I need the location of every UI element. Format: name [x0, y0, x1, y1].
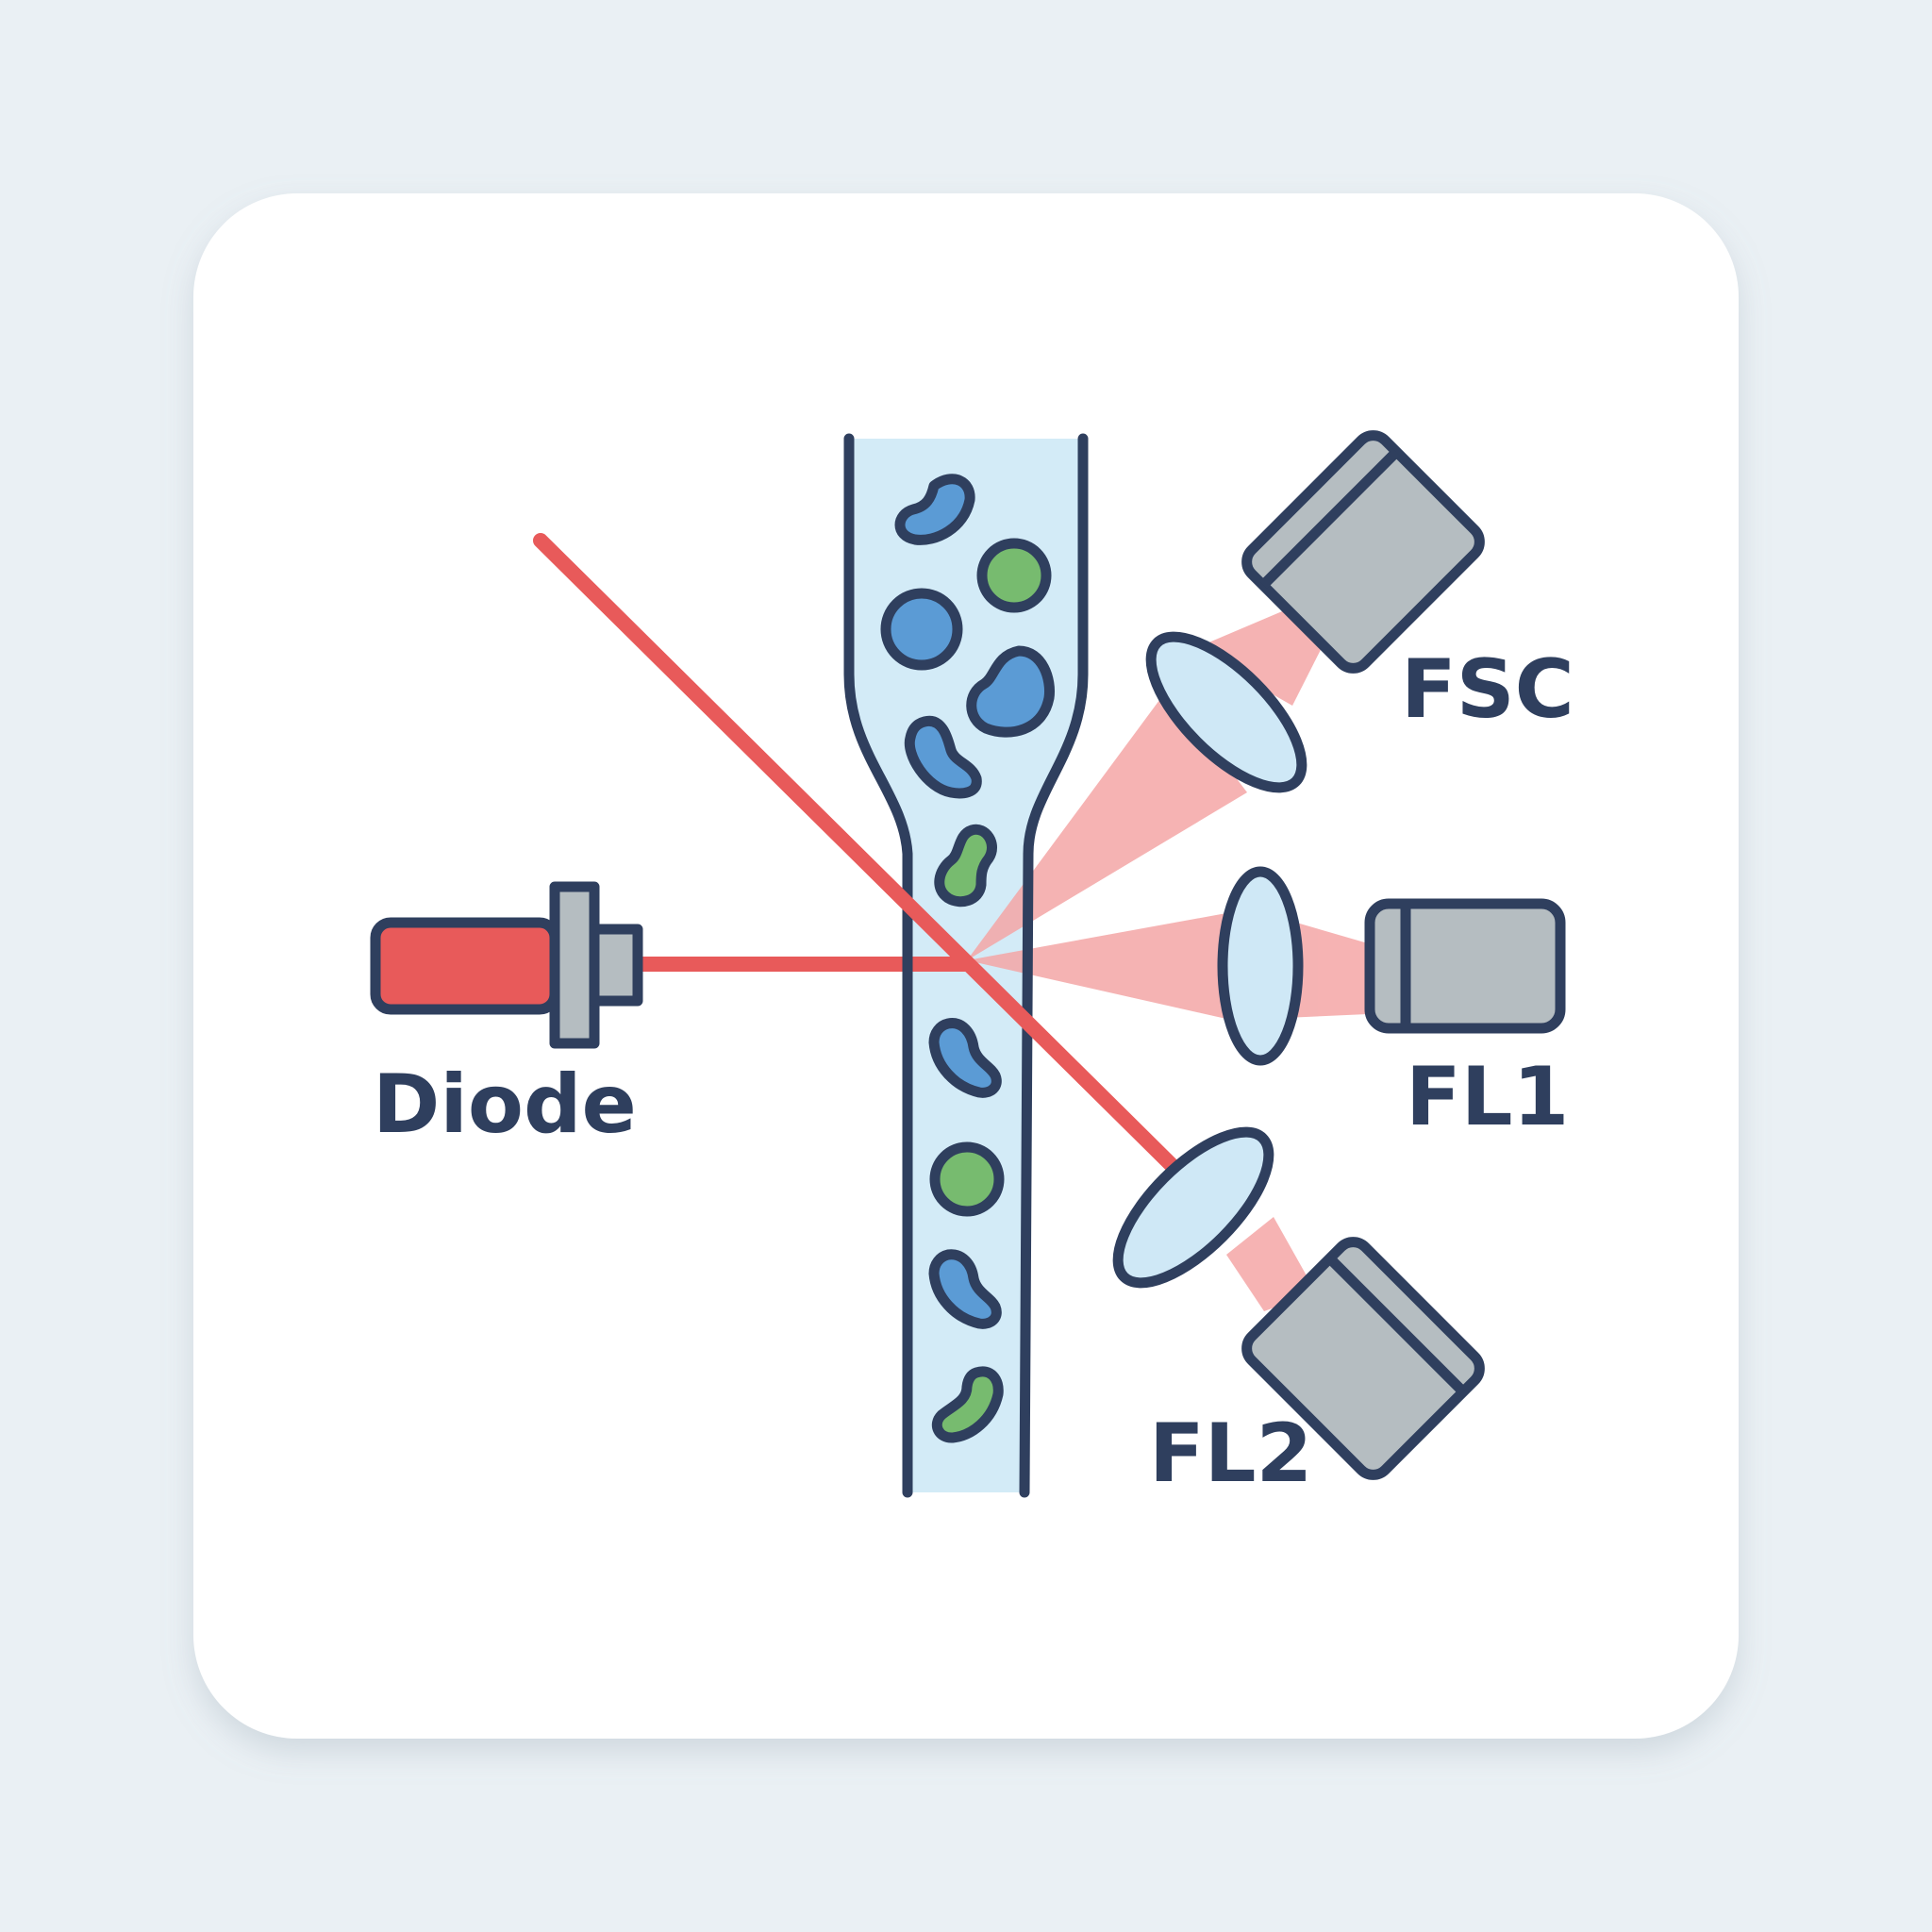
flow-cell-icon — [843, 433, 1089, 1498]
flow-cell-right-wall — [1019, 433, 1089, 1498]
lens-icon — [1145, 631, 1307, 793]
diode-flange — [549, 881, 600, 1049]
fl1-light-cone — [967, 913, 1226, 1019]
cell-icon — [929, 1141, 1005, 1217]
fl1-detector-body — [1364, 898, 1566, 1034]
cell-icon — [928, 1249, 1002, 1329]
cell-icon — [976, 538, 1052, 613]
diode-body — [370, 917, 560, 1015]
diode-nozzle — [589, 924, 643, 1007]
cell-icon — [928, 1018, 1002, 1098]
cell-icon — [931, 1366, 1004, 1443]
fsc-light-cone — [967, 689, 1247, 960]
cell-icon — [904, 715, 982, 799]
fsc-light-beam — [1193, 604, 1332, 706]
lens-icon — [1217, 866, 1304, 1066]
cell-icon — [966, 645, 1056, 738]
laser-diode-icon — [370, 881, 643, 1049]
cell-icon — [880, 588, 963, 671]
fl1-label: FL1 — [1406, 1050, 1569, 1144]
lens-icon — [1112, 1126, 1274, 1289]
fl2-label: FL2 — [1149, 1407, 1312, 1501]
fsc-label: FSC — [1401, 642, 1574, 737]
diode-label: Diode — [373, 1058, 637, 1152]
detector-icon — [1241, 1237, 1485, 1480]
cells — [880, 474, 1056, 1443]
laser-beam-horizontal — [640, 957, 972, 972]
fl2-detector-body — [1241, 1237, 1485, 1480]
flow-cell-left-wall — [843, 433, 913, 1498]
detector-icon — [1241, 430, 1485, 674]
scattered-light — [967, 604, 1368, 1311]
fsc-detector-body — [1241, 430, 1485, 674]
laser-beam-diagonal — [533, 533, 1198, 1191]
cell-icon — [894, 474, 975, 545]
cell-icon — [934, 824, 997, 908]
detector-icon — [1364, 898, 1566, 1034]
